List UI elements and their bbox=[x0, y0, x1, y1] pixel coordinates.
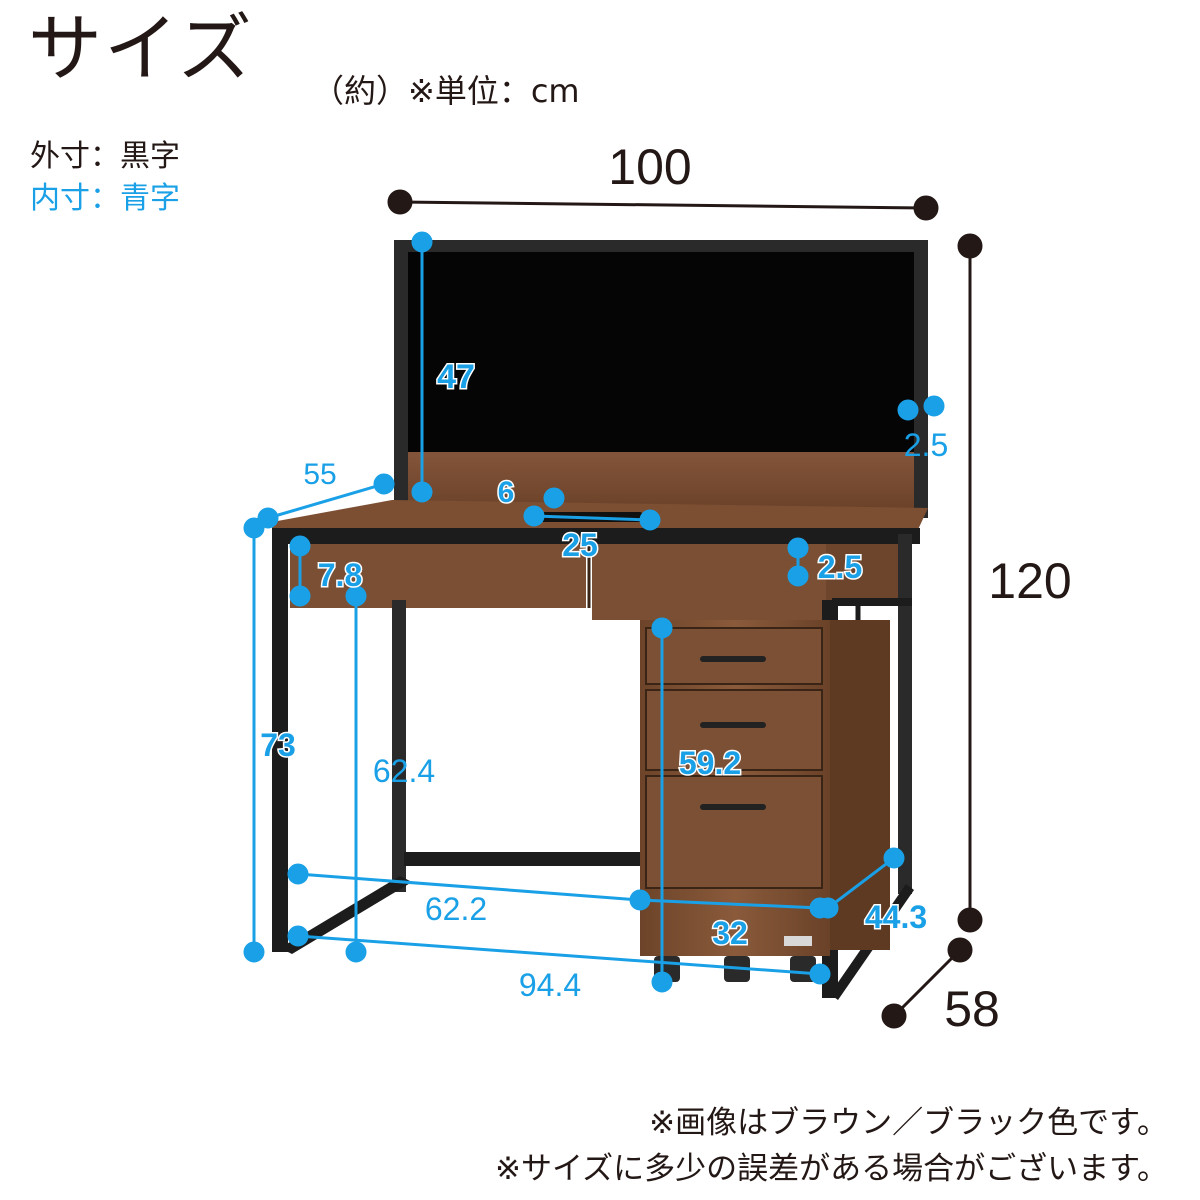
dim-slot-length: 25 bbox=[562, 527, 598, 563]
drawer-right bbox=[592, 544, 826, 620]
hutch-top-rail bbox=[394, 240, 928, 252]
hutch-board bbox=[394, 240, 926, 460]
dim-hutch-side: 2.5 bbox=[904, 427, 948, 463]
desk-illustration bbox=[272, 240, 928, 1000]
page-title: サイズ bbox=[28, 6, 254, 92]
leg-front-left bbox=[272, 534, 288, 952]
dim-top-thickness: 2.5 bbox=[818, 549, 862, 585]
wagon-drawer-2 bbox=[645, 689, 823, 771]
footnote-color: ※画像はブラウン／ブラック色です。 bbox=[649, 1105, 1168, 1141]
dim-wagon-depth: 44.3 bbox=[865, 899, 927, 935]
wagon-drawer-3 bbox=[645, 775, 823, 889]
leg-back-right bbox=[898, 534, 912, 894]
dim-knee-height: 62.4 bbox=[373, 753, 435, 789]
dim-width: 100 bbox=[608, 139, 691, 195]
dim-depth: 58 bbox=[944, 981, 1000, 1037]
dim-hutch-height: 47 bbox=[437, 358, 475, 396]
unit-note: （約）※単位：cm bbox=[312, 72, 580, 110]
footnote-tolerance: ※サイズに多少の誤差がある場合がございます。 bbox=[495, 1151, 1168, 1187]
caster bbox=[790, 956, 816, 982]
dim-drawer-height: 7.8 bbox=[318, 557, 362, 593]
dim-desk-depth: 55 bbox=[303, 458, 336, 491]
legend-outer: 外寸：黒字 bbox=[30, 139, 180, 174]
hutch-post-left bbox=[394, 240, 408, 515]
dim-slot-width: 6 bbox=[498, 476, 515, 509]
drawer-left bbox=[290, 544, 586, 608]
dim-inner-width: 94.4 bbox=[519, 967, 581, 1003]
wagon-handle-3 bbox=[700, 804, 766, 810]
dim-height: 120 bbox=[988, 553, 1071, 609]
dim-desk-height: 73 bbox=[260, 727, 296, 763]
desk-top-edge bbox=[272, 528, 920, 544]
wagon-side bbox=[830, 620, 890, 950]
wagon-handle-2 bbox=[700, 722, 766, 728]
dim-wagon-height: 59.2 bbox=[679, 745, 741, 781]
dim-wagon-width: 32 bbox=[712, 915, 748, 951]
dim-knee-width: 62.2 bbox=[425, 891, 487, 927]
footnotes: ※画像はブラウン／ブラック色です。 ※サイズに多少の誤差がある場合がございます。 bbox=[495, 1100, 1168, 1192]
leg-back-left bbox=[392, 600, 406, 892]
legend-inner: 内寸：青字 bbox=[30, 181, 180, 216]
wagon-handle-1 bbox=[700, 656, 766, 662]
hutch-post-right bbox=[914, 248, 928, 518]
rail-back-bottom bbox=[404, 852, 644, 866]
